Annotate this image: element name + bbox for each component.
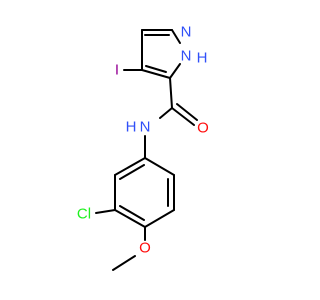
atom-oxygen-carbonyl: O bbox=[197, 120, 209, 137]
bond-ar4-ar5-inner bbox=[119, 205, 145, 221]
atom-nh-ring: N bbox=[181, 48, 192, 65]
bond-ar-cl bbox=[95, 209, 116, 214]
molecule-structure: N N H I O N H Cl O bbox=[77, 24, 209, 271]
bond-c5-c4 bbox=[141, 69, 171, 79]
structure-canvas: N N H I O N H Cl O bbox=[77, 24, 209, 271]
bond-n1-c5 bbox=[169, 63, 181, 79]
bond-c5-c4-double bbox=[145, 65, 167, 73]
bond-ar6-ar1-inner bbox=[119, 164, 145, 180]
bond-c3-n2 bbox=[171, 29, 181, 44]
bond-ar3-ar4 bbox=[144, 209, 175, 228]
bond-ar6-ar1 bbox=[114, 157, 146, 176]
atom-oxygen-ether: O bbox=[139, 240, 151, 257]
atom-h-amide: H bbox=[126, 119, 137, 136]
atom-n-ring: N bbox=[181, 24, 192, 41]
atom-n-amide: N bbox=[140, 119, 151, 136]
bond-c5-carbonyl bbox=[169, 77, 173, 109]
bond-ar1-ar2 bbox=[144, 157, 175, 176]
bond-carbonyl-o-double bbox=[176, 103, 198, 121]
bond-ar4-ar5 bbox=[114, 209, 146, 228]
bond-carbonyl-n bbox=[159, 107, 173, 119]
atom-h-ring: H bbox=[197, 50, 208, 67]
bond-o-ch3 bbox=[112, 255, 136, 271]
bond-carbonyl-o bbox=[171, 107, 195, 126]
atom-chlorine: Cl bbox=[77, 206, 91, 223]
atom-iodine: I bbox=[115, 62, 119, 79]
